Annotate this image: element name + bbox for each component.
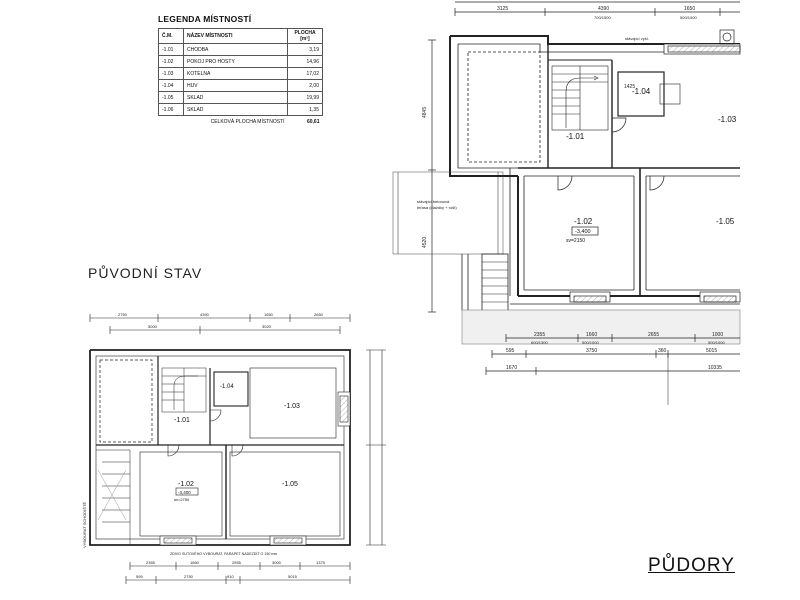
new-floor-plan: 3125 4390 700/1500 1650 500/1000 4845 45…	[392, 1, 741, 405]
old-level-box	[175, 487, 199, 496]
legend-row: -1.05 SKLAD 19,99	[158, 91, 323, 104]
legend-row: -1.06 SKLAD 1,35	[158, 103, 323, 116]
old-plan-doors	[159, 391, 351, 546]
new-dim-bottom1-a: 2355	[534, 332, 545, 338]
old-dim-bottom-a: 2355	[146, 560, 156, 565]
legend-total-value: 60,61	[306, 118, 320, 125]
legend-total-row: CELKOVÁ PLOCHA MÍSTNOSTÍ 60,61	[159, 116, 323, 128]
new-level-label: -3,400	[575, 229, 591, 235]
new-plan-doors	[557, 29, 741, 303]
new-plan-staircase	[551, 65, 609, 131]
new-plan-terrace	[392, 171, 741, 345]
legend-total-label: CELKOVÁ PLOCHA MÍSTNOSTÍ	[210, 118, 285, 125]
new-dim-left-a: 4845	[422, 107, 428, 118]
old-room-104-walls	[213, 371, 249, 407]
room-legend: LEGENDA MÍSTNOSTÍ Č.M. NÁZEV MÍSTNOSTI P…	[158, 14, 323, 127]
old-plan-right-dimensions	[366, 349, 386, 546]
old-room-105-label: -1.05	[282, 481, 298, 488]
new-dim-bottom1-b: 1660	[586, 332, 597, 338]
old-dim-top-a: 2750	[118, 312, 128, 317]
old-side-note: VYBOURAT SCHODIŠTĚ	[82, 502, 87, 548]
new-terrace-note-1: stávající betonová	[417, 199, 450, 204]
new-room-104-fixture	[659, 83, 681, 105]
old-level-label: -3,400	[178, 490, 191, 495]
new-dim-bottom1-a-sub: 600/1300	[531, 340, 548, 345]
old-room-104-label: -1.04	[220, 384, 234, 390]
new-dim-bottom2-a: 595	[506, 348, 515, 354]
new-room-105-label: -1.05	[716, 217, 735, 226]
old-dim-top2-b: 3020	[262, 324, 272, 329]
new-dim-top-b: 4390	[598, 6, 609, 12]
old-dim-bottom-d: 3000	[272, 560, 282, 565]
old-dim-top2-a: 5000	[148, 324, 158, 329]
old-bottom-note: ZDIVO SUTOVÉHO VYBOURAT, PARAPET NADEZDÍ…	[170, 551, 277, 556]
old-dim-bottom-e: 1375	[316, 560, 326, 565]
new-dim-top-a: 3125	[497, 6, 508, 12]
new-plan-dashed-area	[467, 51, 541, 163]
legend-row-area: 1,35	[287, 103, 323, 116]
old-dim-top-d: 2650	[314, 312, 324, 317]
new-dim-top-b-sub: 700/1500	[594, 15, 611, 20]
new-dim-bottom1-c: 2655	[648, 332, 659, 338]
floor-plans-title: PŮDORY	[648, 555, 735, 576]
new-dim-top-c-sub: 500/1000	[680, 15, 697, 20]
original-state-title: PŮVODNÍ STAV	[88, 265, 203, 281]
old-dim-bottom2-d: 5015	[288, 574, 298, 579]
new-room-104-walls	[617, 71, 665, 117]
old-plan-top-dimensions	[89, 314, 351, 334]
legend-row: -1.02 POKOJ PRO HOSTY 14,96	[158, 55, 323, 68]
new-plan-bottom-dimensions	[485, 334, 740, 405]
old-dim-top-b: 4390	[200, 312, 210, 317]
old-dim-bottom-c: 2555	[232, 560, 242, 565]
new-small-dim-a: 1425	[624, 84, 635, 90]
legend-table: Č.M. NÁZEV MÍSTNOSTI PLOCHA [m²] -1.01 C…	[158, 28, 323, 127]
legend-row: -1.01 CHODBA 3,19	[158, 43, 323, 56]
old-plan-bottom-dimensions	[125, 562, 351, 584]
new-dim-bottom1-b-sub: 500/1000	[582, 340, 599, 345]
new-room-101-label: -1.01	[566, 132, 585, 141]
new-room-103-label: -1.03	[718, 115, 737, 124]
old-dim-bottom2-b: 2750	[184, 574, 194, 579]
new-window-note-top: stávající vyšl.	[625, 36, 649, 41]
old-dim-bottom2-a: 595	[136, 574, 143, 579]
new-plan-left-dimensions	[428, 39, 436, 313]
old-room-101-label: -1.01	[174, 417, 190, 424]
old-dim-top-c: 1650	[264, 312, 274, 317]
old-floor-plan: 2750 4390 1650 2650 5000 3020	[82, 312, 386, 584]
new-sv-label: sv=2150	[566, 238, 585, 244]
old-room-103-label: -1.03	[284, 403, 300, 410]
old-dim-bottom-b: 1660	[190, 560, 200, 565]
new-dim-top-c: 1650	[684, 6, 695, 12]
new-dim-bottom1-d-sub: 500/1000	[708, 340, 725, 345]
legend-title: LEGENDA MÍSTNOSTÍ	[158, 14, 252, 24]
new-level-box	[571, 226, 599, 236]
old-dim-bottom2-c: 910	[227, 574, 234, 579]
new-dim-left-b: 4520	[422, 237, 428, 248]
old-plan-walls	[89, 349, 351, 546]
new-dim-bottom2-b: 3750	[586, 348, 597, 354]
new-dim-bottom3-a: 1670	[506, 365, 517, 371]
new-room-104-label: -1.04	[632, 87, 651, 96]
legend-header-area-label: PLOCHA	[294, 30, 316, 36]
new-dim-bottom1-d: 1000	[712, 332, 723, 338]
new-plan-top-dimensions	[454, 1, 740, 16]
new-dim-bottom3-b: 10335	[708, 365, 722, 371]
new-dim-bottom2-c: 360	[658, 348, 667, 354]
new-terrace-note-2: terasa (dlaždky + rošt)	[417, 205, 457, 210]
new-room-102-label: -1.02	[574, 217, 593, 226]
old-room-102-label: -1.02	[178, 481, 194, 488]
old-plan-dashed-area	[99, 359, 153, 443]
new-plan-walls	[449, 35, 740, 305]
old-plan-external-stair	[96, 449, 131, 545]
old-plan-staircase	[161, 367, 207, 413]
legend-header-area-unit: [m²]	[300, 36, 310, 42]
new-dim-bottom2-d: 5015	[706, 348, 717, 354]
old-sv-label: sv=2750	[174, 497, 190, 502]
